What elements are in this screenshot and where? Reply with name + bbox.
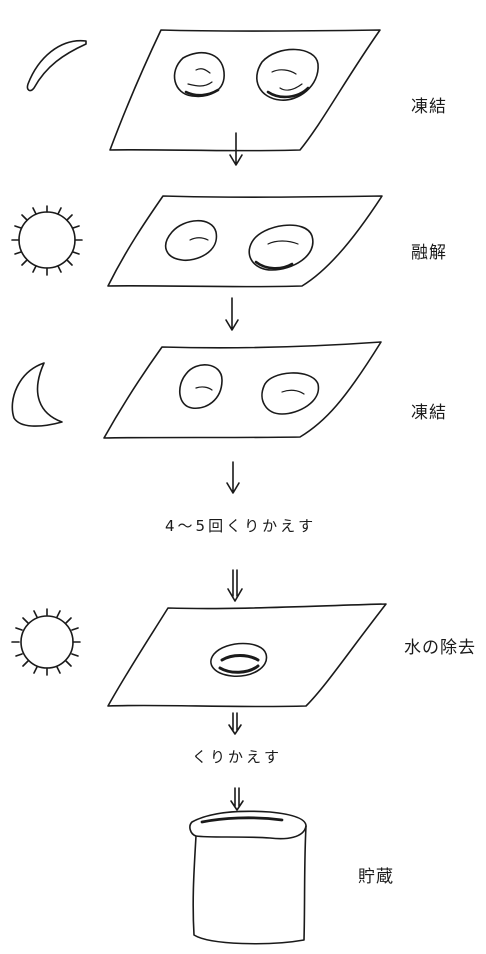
step-label: 凍結: [411, 97, 447, 117]
potato-icon: [210, 642, 268, 678]
moon-icon: [11, 362, 63, 427]
mat-2: [107, 195, 383, 288]
double-arrow-down-icon: [230, 787, 244, 811]
step-label: 凍結: [411, 403, 447, 423]
double-arrow-down-icon: [228, 712, 242, 735]
mat-3: [103, 341, 382, 439]
potato-icon: [164, 219, 218, 261]
sun-icon: [11, 608, 81, 676]
double-arrow-down-icon: [227, 569, 243, 602]
mat-1: [109, 29, 381, 152]
repeat-note: くりかえす: [192, 748, 283, 766]
moon-icon: [26, 39, 87, 92]
container-icon: [189, 810, 307, 945]
step-label: 水の除去: [404, 638, 476, 658]
mat-4: [107, 603, 387, 708]
potato-icon: [261, 372, 320, 415]
arrow-down-icon: [225, 297, 239, 331]
potato-icon: [256, 48, 319, 101]
potato-icon: [173, 51, 225, 98]
potato-icon: [179, 364, 223, 409]
arrow-down-icon: [226, 461, 240, 494]
step-label: 融解: [411, 243, 447, 263]
repeat-cycle-note: 4～5回くりかえす: [165, 517, 317, 535]
arrow-down-icon: [229, 132, 243, 166]
step-label: 貯蔵: [358, 867, 394, 887]
sun-icon: [11, 205, 83, 276]
potato-icon: [248, 224, 314, 271]
